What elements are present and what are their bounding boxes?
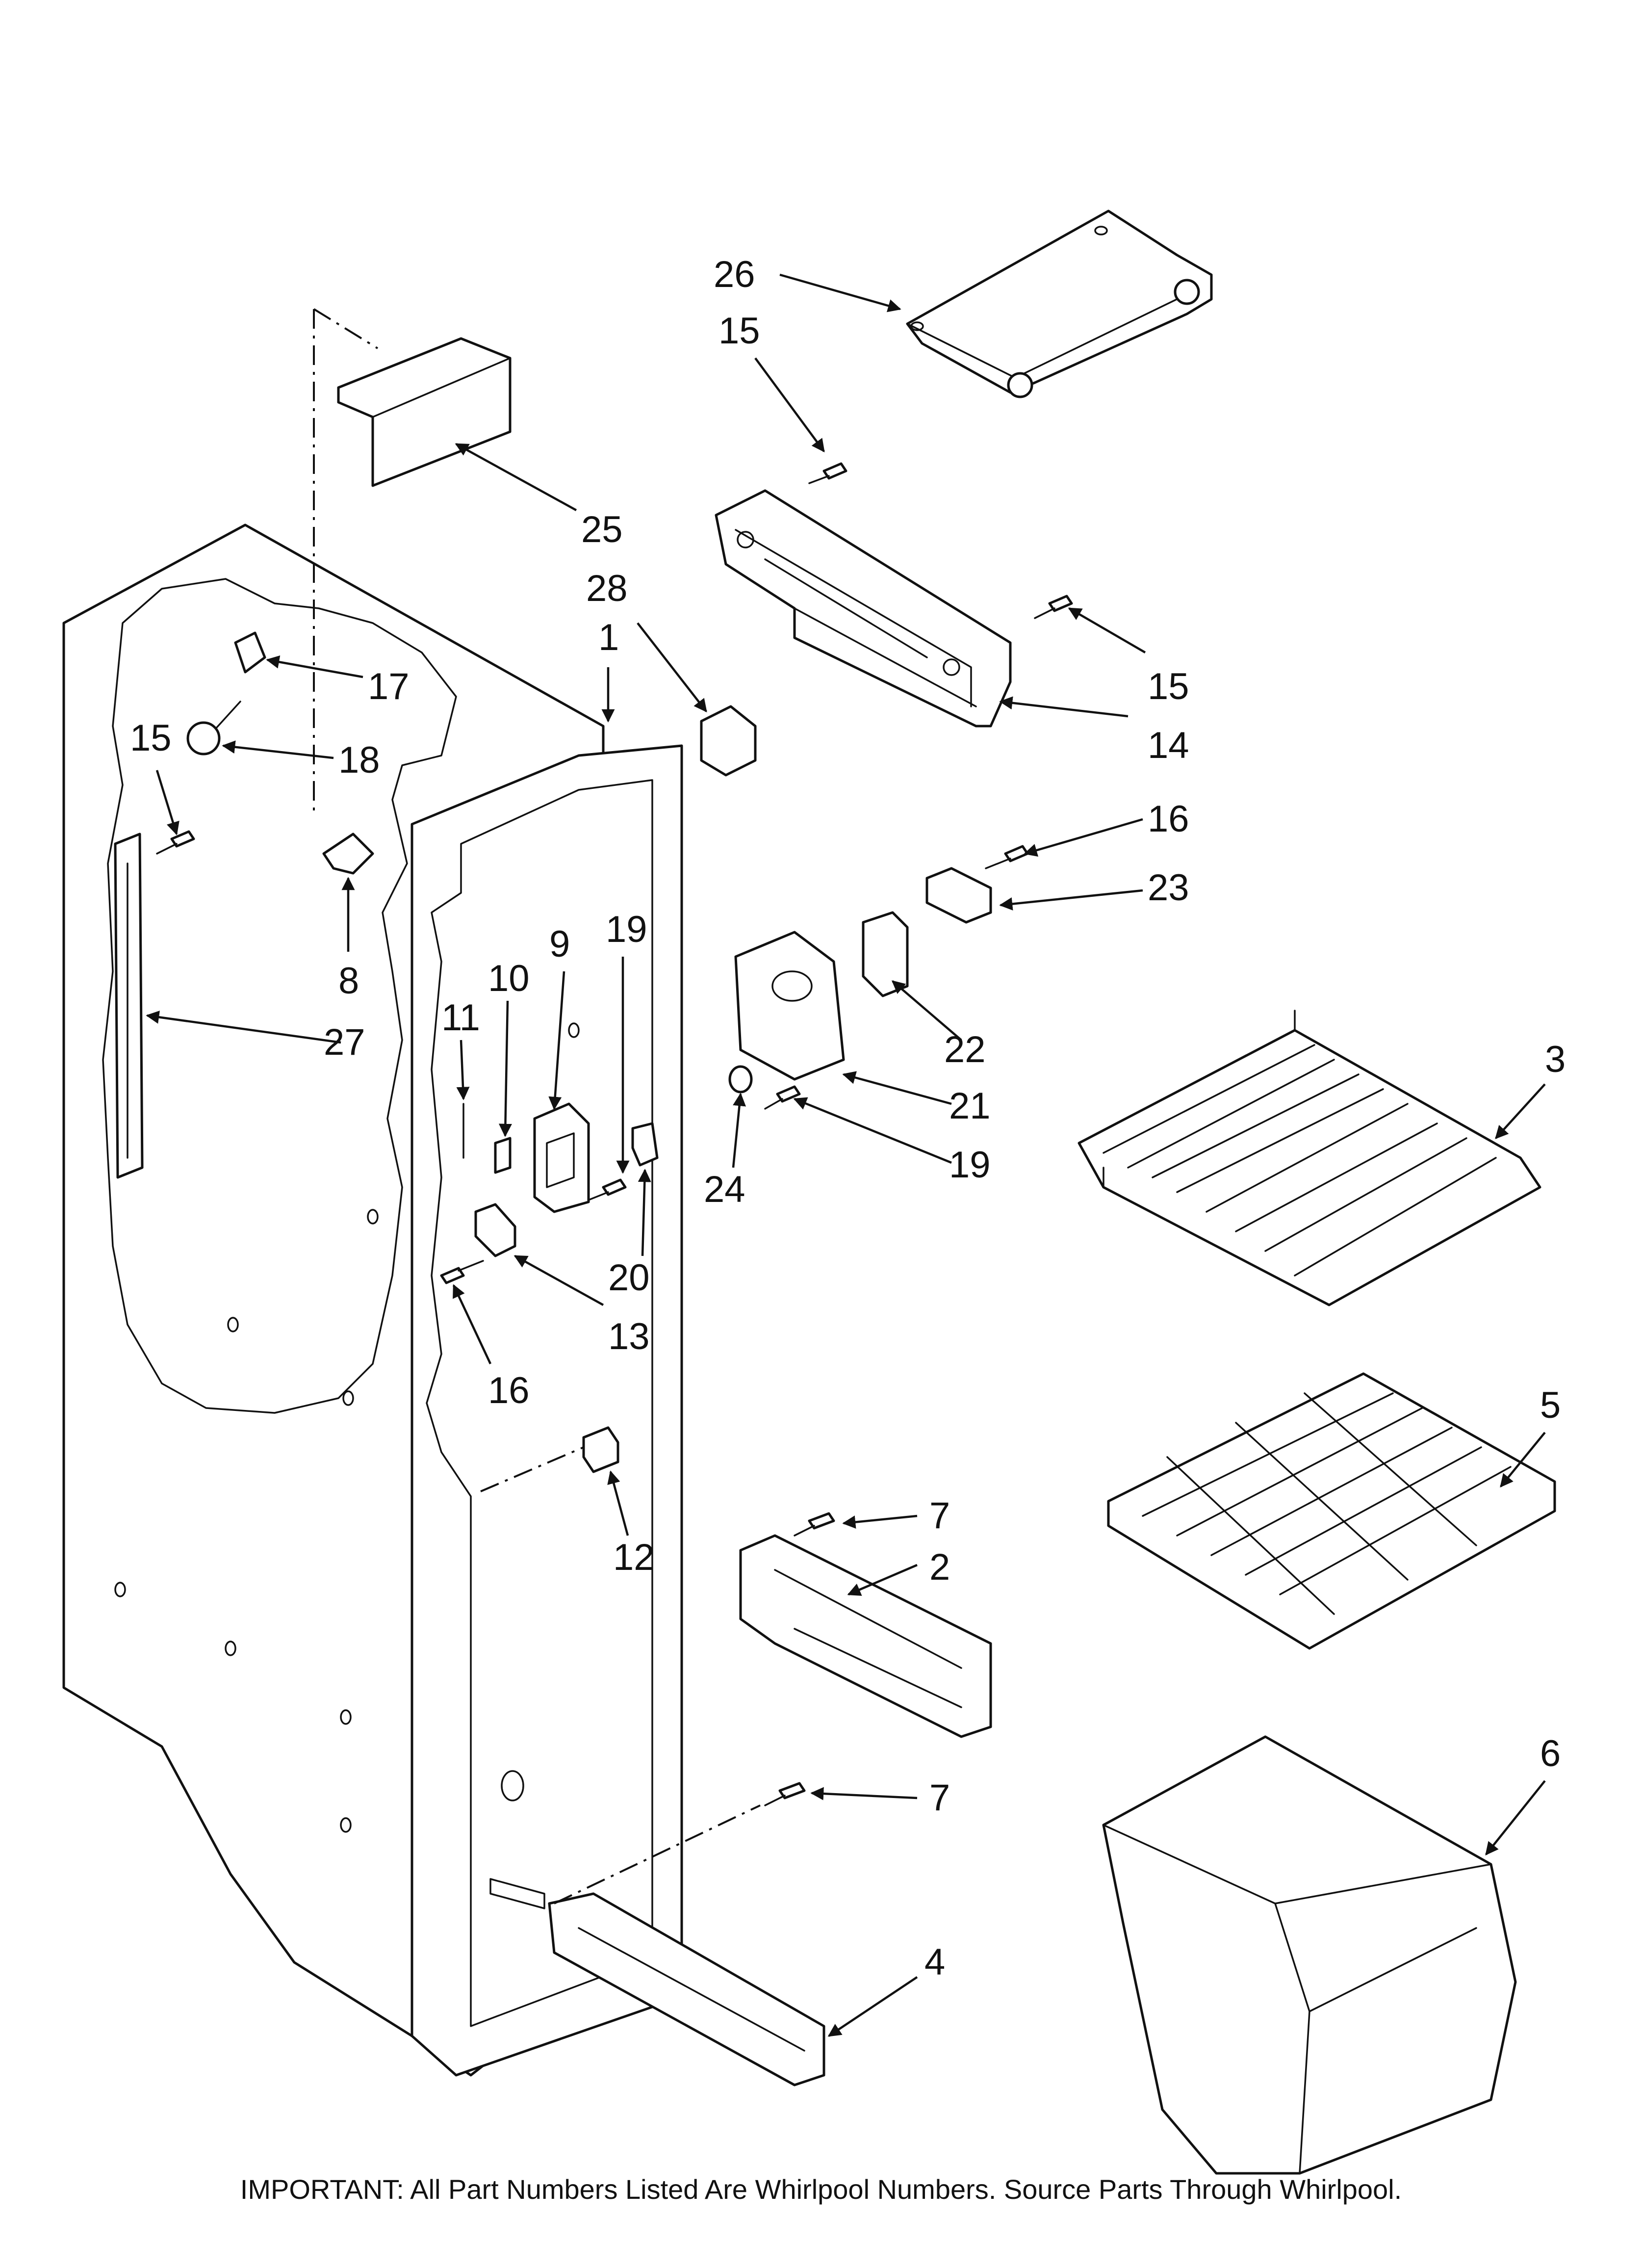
top-cover-part <box>337 337 512 487</box>
bracket-28-part <box>700 705 757 777</box>
callout-4: 4 <box>924 1941 945 1983</box>
clip-8-part <box>322 833 374 875</box>
screw-16-left-part <box>440 1260 484 1284</box>
callout-20: 20 <box>608 1257 650 1299</box>
callout-9: 9 <box>549 923 570 965</box>
callout-5: 5 <box>1540 1384 1561 1426</box>
callout-14: 14 <box>1148 725 1189 766</box>
callout-10: 10 <box>488 958 530 999</box>
screw-7-lower-part <box>764 1782 806 1806</box>
freezer-liner-part <box>62 523 683 2077</box>
front-rail-2-part <box>739 1534 992 1738</box>
callout-2: 2 <box>929 1546 950 1588</box>
callout-18: 18 <box>338 739 380 781</box>
callout-16-right: 16 <box>1148 798 1189 840</box>
leader-lines <box>146 273 1546 2037</box>
light-socket-part <box>234 631 266 674</box>
control-plate-part <box>734 931 845 1081</box>
switch-housing-9-part <box>533 1102 590 1213</box>
callout-22: 22 <box>944 1029 986 1070</box>
callout-19-upper: 19 <box>606 909 647 950</box>
callout-25: 25 <box>581 509 623 550</box>
callout-labels: 26 15 25 28 1 17 15 14 15 18 16 23 8 11 … <box>130 254 1565 1983</box>
wire-shelf-5-part <box>1107 1372 1556 1650</box>
callout-13: 13 <box>608 1316 650 1357</box>
screw-15-top-part <box>808 462 847 484</box>
callout-23: 23 <box>1148 867 1189 909</box>
knob-24-part <box>728 1065 753 1094</box>
screw-19-lower-part <box>764 1085 801 1110</box>
callout-28: 28 <box>586 568 628 609</box>
board-13-part <box>474 1203 516 1257</box>
part-10 <box>494 1137 512 1174</box>
callout-1: 1 <box>598 617 619 658</box>
vertical-rail-part <box>114 833 144 1179</box>
front-rail-4-part <box>548 1892 825 2086</box>
screw-16-right-part <box>985 845 1029 869</box>
callout-7-lower: 7 <box>929 1777 950 1819</box>
callout-12: 12 <box>613 1537 655 1578</box>
bin-6-part <box>1102 1735 1517 2175</box>
callout-15-left: 15 <box>130 717 172 759</box>
callout-7-upper: 7 <box>929 1495 950 1537</box>
callout-11: 11 <box>441 997 480 1039</box>
callout-16-left: 16 <box>488 1370 530 1411</box>
callout-26: 26 <box>714 254 755 295</box>
callout-27: 27 <box>324 1021 365 1063</box>
screw-15-left-part <box>156 830 195 855</box>
glass-shelf-3-part <box>1078 1010 1541 1306</box>
callout-6: 6 <box>1540 1733 1561 1774</box>
callout-24: 24 <box>704 1169 745 1210</box>
control-bracket-part <box>862 911 909 997</box>
callout-15-top: 15 <box>718 310 760 352</box>
bracket-20-part <box>631 1122 659 1167</box>
switch-12-part <box>582 1426 619 1473</box>
callout-15-right: 15 <box>1148 666 1189 707</box>
sensor-board-part <box>925 867 992 924</box>
callout-3: 3 <box>1545 1039 1565 1080</box>
callout-17: 17 <box>368 666 410 707</box>
hinge-cover-part <box>906 209 1213 398</box>
callout-19-lower: 19 <box>949 1144 991 1186</box>
screw-7-upper-part <box>794 1512 835 1537</box>
light-bulb-part <box>186 701 241 756</box>
callout-21: 21 <box>949 1085 991 1127</box>
control-housing-part <box>715 489 1012 728</box>
footer-note: IMPORTANT: All Part Numbers Listed Are W… <box>240 2174 1402 2205</box>
screw-15-right-part <box>1034 595 1073 619</box>
callout-8: 8 <box>338 960 359 1002</box>
